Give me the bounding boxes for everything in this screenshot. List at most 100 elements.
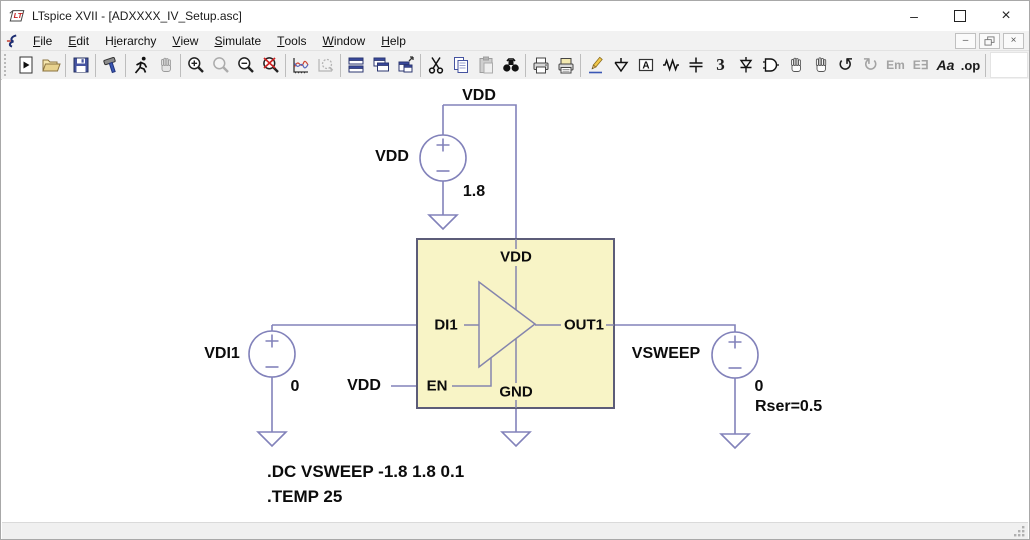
cut-scissors-icon [428, 57, 443, 74]
mdi-restore-button[interactable] [979, 32, 1000, 49]
dut-pin-out1: OUT1 [563, 316, 605, 334]
close-button[interactable]: × [983, 1, 1029, 31]
mirror-icon: Em [886, 58, 905, 72]
toolbar: A 3 ↺ ↻ Em E∃ [1, 51, 1029, 80]
toolbar-separator [525, 53, 526, 77]
net-label-icon: A [638, 58, 653, 72]
draw-wire-button[interactable] [583, 53, 608, 78]
vsweep-source-name[interactable]: VSWEEP [631, 345, 701, 362]
rotate-button[interactable]: E∃ [908, 53, 933, 78]
drag-button[interactable] [808, 53, 833, 78]
place-resistor-button[interactable] [658, 53, 683, 78]
mdi-minimize-icon: – [962, 34, 969, 46]
ground-icon [613, 58, 628, 73]
diode-icon [739, 57, 752, 73]
dut-pin-vdd: VDD [500, 248, 532, 266]
copy-button[interactable] [448, 53, 473, 78]
zoom-out-icon [237, 57, 254, 73]
tile-horizontal-button[interactable] [343, 53, 368, 78]
dut-component-box[interactable] [416, 238, 615, 409]
zoom-back-button[interactable] [208, 53, 233, 78]
redo-button[interactable]: ↻ [858, 53, 883, 78]
print-icon [533, 57, 548, 74]
vsweep-source-value[interactable]: 0 [754, 378, 764, 395]
place-inductor-button[interactable]: 3 [708, 53, 733, 78]
wire-pencil-icon [588, 56, 603, 74]
zoom-full-extents-button[interactable] [258, 53, 283, 78]
toolbar-grip[interactable] [4, 54, 10, 76]
mirror-button[interactable]: Em [883, 53, 908, 78]
open-button[interactable] [38, 53, 63, 78]
resize-grip[interactable] [1013, 525, 1026, 538]
vsweep-rser-param[interactable]: Rser=0.5 [755, 398, 823, 415]
vdd-supply-wire[interactable] [442, 104, 517, 239]
run-icon [134, 56, 147, 74]
schematic-canvas[interactable]: VDD VDD 1.8 VDI1 0 VDD VSWEEP 0 Rser=0.5… [2, 79, 1029, 520]
vdi1-source-value[interactable]: 0 [290, 378, 300, 395]
cut-button[interactable] [423, 53, 448, 78]
label-net-button[interactable]: A [633, 53, 658, 78]
place-text-button[interactable]: Aa [933, 53, 958, 78]
zoom-area-disabled-button[interactable] [313, 53, 338, 78]
mdi-close-button[interactable]: × [1003, 32, 1024, 49]
schematic-drawing [248, 104, 759, 450]
vdi1-source-symbol[interactable] [248, 324, 417, 448]
spice-directive-dc-sweep[interactable]: .DC VSWEEP -1.8 1.8 0.1 [267, 462, 465, 481]
place-component-button[interactable] [758, 53, 783, 78]
autorange-plot-button[interactable] [288, 53, 313, 78]
toolbar-separator [580, 53, 581, 77]
minimize-button[interactable]: – [891, 1, 937, 31]
vdd-source-name[interactable]: VDD [375, 148, 409, 165]
find-binoculars-icon [502, 58, 519, 72]
paste-button[interactable] [473, 53, 498, 78]
tile-vertical-button[interactable] [393, 53, 418, 78]
new-schematic-button[interactable] [13, 53, 38, 78]
run-button[interactable] [128, 53, 153, 78]
maximize-button[interactable] [937, 1, 983, 31]
new-schematic-icon [19, 56, 32, 74]
zoom-in-button[interactable] [183, 53, 208, 78]
mdi-minimize-button[interactable]: – [955, 32, 976, 49]
tile-vertical-icon [398, 56, 414, 73]
vdi1-source-name[interactable]: VDI1 [204, 345, 240, 362]
move-button[interactable] [783, 53, 808, 78]
place-diode-button[interactable] [733, 53, 758, 78]
print-monochrome-button[interactable] [553, 53, 578, 78]
print-page-icon [558, 58, 573, 74]
window-title: LTspice XVII - [ADXXXX_IV_Setup.asc] [32, 9, 242, 23]
dut-ground-wire[interactable] [500, 408, 532, 448]
print-button[interactable] [528, 53, 553, 78]
hammer-icon [102, 56, 116, 74]
zoom-full-extents-icon [262, 57, 279, 73]
spice-directive-button[interactable]: .op [958, 53, 983, 78]
zoom-out-button[interactable] [233, 53, 258, 78]
maximize-icon [954, 10, 966, 22]
toolbar-separator [125, 53, 126, 77]
place-ground-button[interactable] [608, 53, 633, 78]
vsweep-source-symbol[interactable] [614, 324, 759, 450]
net-label-vdd-top[interactable]: VDD [462, 87, 496, 104]
title-bar: LT LTspice XVII - [ADXXXX_IV_Setup.asc] … [1, 1, 1029, 31]
halt-button[interactable] [153, 53, 178, 78]
vdd-source-value[interactable]: 1.8 [462, 183, 486, 200]
save-icon [73, 57, 88, 73]
save-button[interactable] [68, 53, 93, 78]
mdi-window-controls: – × [955, 32, 1024, 49]
control-panel-button[interactable] [98, 53, 123, 78]
place-capacitor-button[interactable] [683, 53, 708, 78]
net-label-vdd-enable[interactable]: VDD [347, 377, 381, 394]
find-button[interactable] [498, 53, 523, 78]
vdd-source-symbol[interactable] [419, 134, 467, 231]
undo-button[interactable]: ↺ [833, 53, 858, 78]
spice-directive-temp[interactable]: .TEMP 25 [267, 487, 343, 506]
cascade-windows-button[interactable] [368, 53, 393, 78]
